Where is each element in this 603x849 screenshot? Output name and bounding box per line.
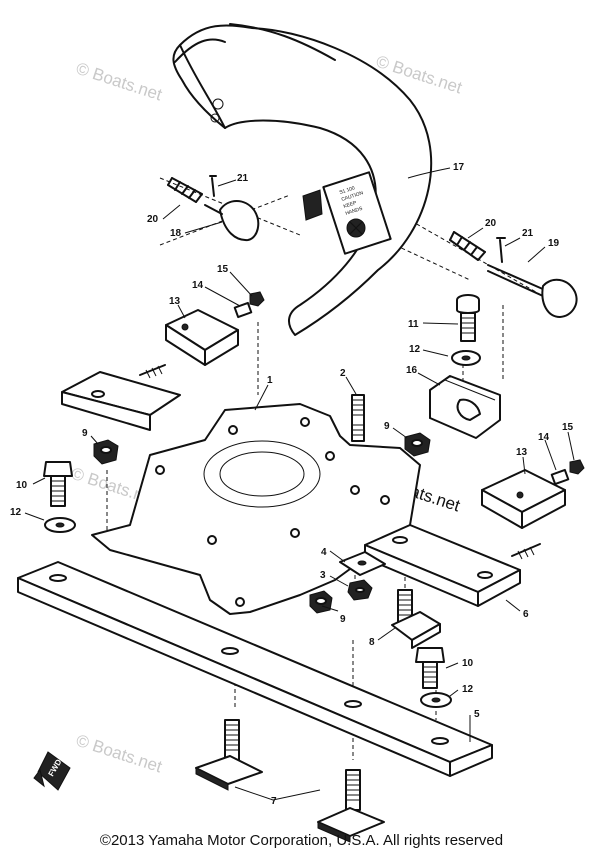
copyright-notice: ©2013 Yamaha Motor Corporation, U.S.A. A…: [99, 832, 504, 849]
spring-part-20-left: [167, 177, 203, 203]
nut-part-9-lower: [309, 590, 333, 614]
bracket-part-13-right: [481, 469, 566, 529]
callout-10-right: 10: [462, 658, 474, 669]
engine-cover-part-17: S1 100 CAUTION KEEP HANDS: [172, 23, 433, 336]
bolt-part-11: [456, 294, 480, 342]
callout-3: 3: [320, 570, 326, 581]
callout-6: 6: [523, 609, 529, 620]
callout-13-left: 13: [169, 296, 181, 307]
watermark: © Boats.net: [74, 59, 165, 105]
callout-10-left: 10: [16, 480, 28, 491]
badge-text-line-3: KEEP: [343, 200, 358, 210]
bolt-part-14-right: [550, 468, 570, 486]
callout-4: 4: [321, 547, 327, 558]
nut-part-15-right: [569, 459, 585, 475]
plate-part-6: [364, 524, 541, 607]
washer-part-12-upper: [451, 350, 481, 366]
callout-2: 2: [340, 368, 346, 379]
nut-part-9-left: [93, 439, 119, 465]
callout-11: 11: [408, 319, 419, 330]
bolt-part-10-left: [43, 461, 73, 507]
callout-5: 5: [474, 709, 480, 720]
pin-part-21-left: [209, 175, 217, 197]
nut-part-9-center: [404, 432, 431, 457]
callout-20-right: 20: [485, 218, 497, 229]
callout-16: 16: [406, 365, 418, 376]
stud-bracket-part-8: [391, 589, 441, 649]
spring-part-20-right: [449, 231, 486, 261]
bottom-plate-part-5: [17, 561, 493, 777]
callout-leaders: [24, 167, 575, 801]
nut-part-15-left: [249, 291, 265, 307]
washer-part-12-right: [420, 692, 452, 708]
callout-12-left: 12: [10, 507, 22, 518]
callout-15-left: 15: [217, 264, 229, 275]
callout-13-right: 13: [516, 447, 528, 458]
plate-strip-upper: [61, 364, 181, 431]
callout-8: 8: [369, 637, 375, 648]
washer-part-12-left: [44, 517, 76, 533]
callout-9-left: 9: [82, 428, 88, 439]
callout-20-left: 20: [147, 214, 159, 225]
stud-part-2: [351, 394, 365, 442]
washer-part-4: [339, 551, 386, 576]
callout-18: 18: [170, 228, 182, 239]
callout-17: 17: [453, 162, 465, 173]
callout-9-center: 9: [384, 421, 390, 432]
handle-part-19: [487, 264, 578, 318]
callout-14-left: 14: [192, 280, 204, 291]
callout-21-right: 21: [522, 228, 534, 239]
callout-numbers: 17 21 20 18 20 21 19 15 14 13 11 12 16 1…: [10, 162, 574, 807]
pin-part-21-right: [496, 237, 506, 263]
bracket-part-16: [429, 375, 501, 439]
bracket-part-13-left: [165, 309, 239, 366]
badge-text-line-4: HANDS: [345, 206, 364, 217]
callout-12-upper: 12: [409, 344, 421, 355]
callout-7: 7: [271, 796, 277, 807]
watermark: © Boats.net: [74, 731, 165, 777]
callout-21-left: 21: [237, 173, 249, 184]
base-plate-part-1: [91, 403, 421, 615]
stud-part-7-left: [195, 719, 263, 791]
callout-19: 19: [548, 238, 560, 249]
stud-part-7-right: [317, 769, 385, 843]
callout-15-right: 15: [562, 422, 574, 433]
bolt-part-10-right: [415, 647, 445, 689]
badge-text-line-1: S1 100: [339, 185, 356, 196]
knob-part-18: [204, 200, 260, 242]
nut-part-3: [347, 579, 373, 601]
callout-14-right: 14: [538, 432, 550, 443]
forward-arrow-icon: FWD: [33, 751, 71, 791]
callout-9-lower: 9: [340, 614, 346, 625]
callout-1: 1: [267, 375, 273, 386]
callout-12-right: 12: [462, 684, 474, 695]
bolt-part-14-left: [233, 301, 253, 319]
